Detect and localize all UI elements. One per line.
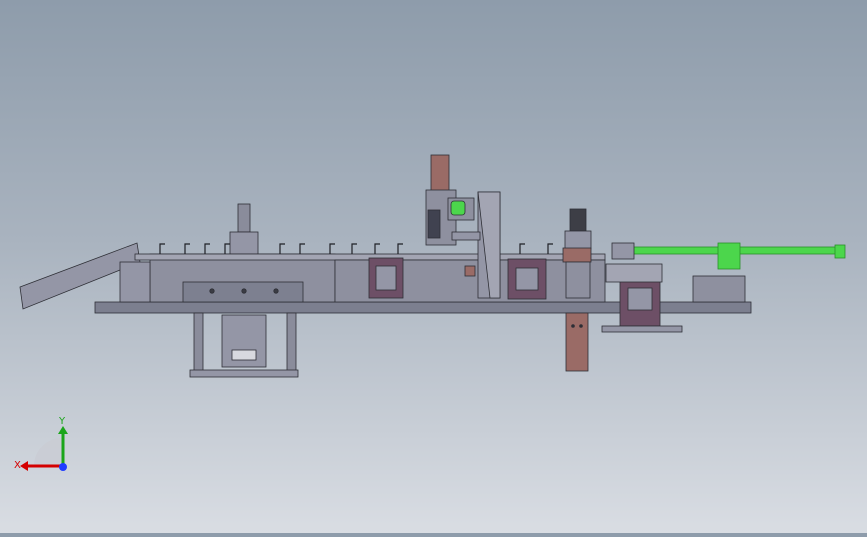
x-axis-arrow <box>20 461 28 471</box>
support-leg-right <box>286 312 297 372</box>
bolt-3 <box>273 288 279 294</box>
right-tower-body <box>564 230 592 250</box>
right-tower-brown <box>562 247 592 263</box>
press-green-button <box>450 200 466 216</box>
lower-foot-plate <box>189 369 299 378</box>
y-axis-label: Y <box>58 416 66 427</box>
press-cylinder-top <box>430 154 450 194</box>
right-tower-base <box>565 261 591 299</box>
hanging-bolt-2 <box>579 324 583 328</box>
rail-clips <box>159 243 553 254</box>
triad-graphic: X Y <box>14 416 68 471</box>
lower-cylinder-window <box>231 349 257 361</box>
bolt-2 <box>241 288 247 294</box>
feeder-side-block <box>119 261 151 303</box>
press-brace <box>477 191 501 299</box>
green-end-cap <box>834 244 846 259</box>
x-axis-label: X <box>14 460 21 471</box>
green-collar <box>717 242 741 270</box>
hanging-cylinder <box>565 312 589 372</box>
right-end-block <box>605 263 663 283</box>
coordinate-triad: X Y <box>8 410 78 480</box>
z-axis-dot <box>59 463 67 471</box>
right-tower-cap <box>569 208 587 232</box>
feeder-head <box>229 231 259 255</box>
press-arm <box>451 231 481 241</box>
y-axis-arrow <box>58 426 68 434</box>
shaft-clamp <box>611 242 635 260</box>
support-leg-left <box>193 312 204 372</box>
right-end-box <box>692 275 746 303</box>
press-inner <box>427 209 441 239</box>
brown-block-small <box>464 265 476 277</box>
right-foot-plate <box>601 325 683 333</box>
hanging-bolt-1 <box>571 324 575 328</box>
bolt-1 <box>209 288 215 294</box>
purple-frame-right-window <box>627 287 653 311</box>
purple-frame-mid-window <box>515 267 539 291</box>
purple-frame-left-window <box>375 265 397 291</box>
feeder-post <box>237 203 251 233</box>
triad-plane <box>33 437 63 466</box>
